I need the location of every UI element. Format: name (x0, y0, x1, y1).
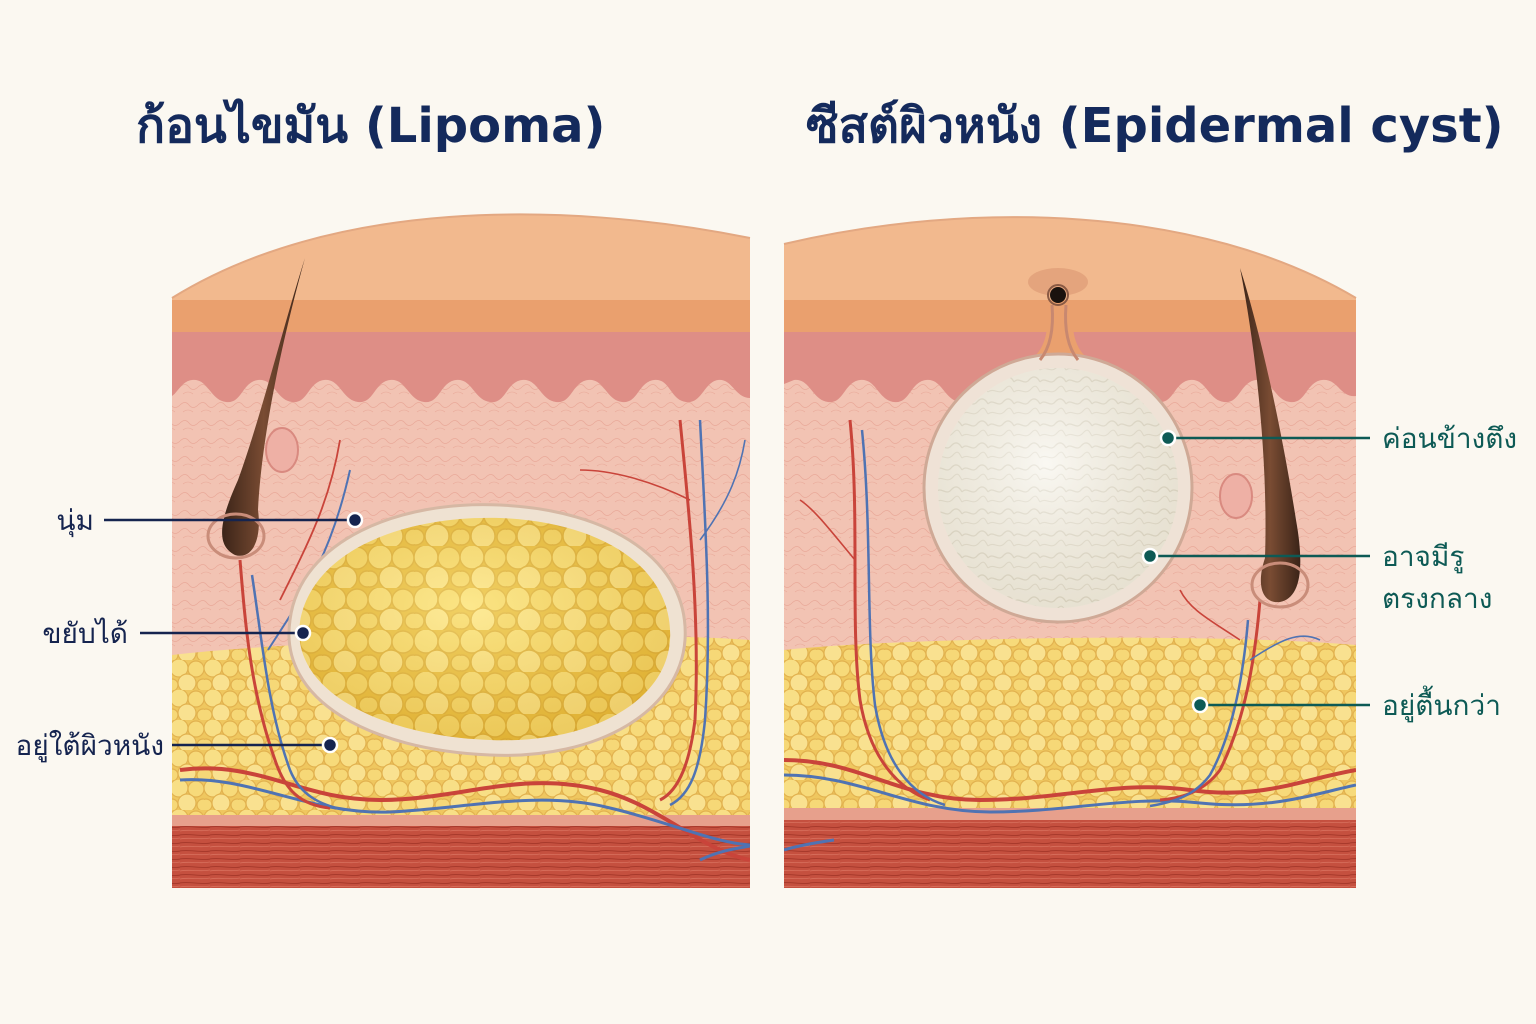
hair-follicle-right (1219, 268, 1310, 609)
muscle-layer (172, 826, 750, 888)
leader-dot-punctum (1141, 547, 1159, 565)
label-punctum-line2: ตรงกลาง (1382, 582, 1492, 615)
leader-dot-movable (294, 624, 312, 642)
lipoma-title: ก้อนไขมัน (Lipoma) (136, 98, 606, 154)
papillary-dermis (172, 332, 750, 403)
label-under-skin: อยู่ใต้ผิวหนัง (16, 729, 164, 763)
cyst-punctum (1028, 268, 1088, 306)
cyst-title: ซีสต์ผิวหนัง (Epidermal cyst) (806, 98, 1504, 154)
lipoma-labels: นุ่ม ขยับได้ อยู่ใต้ผิวหนัง (16, 504, 364, 763)
cyst-panel (784, 217, 1356, 888)
leader-dot-under-skin (321, 736, 339, 754)
skin-top-edge-right (783, 216, 1357, 299)
leader-dot-soft (346, 511, 364, 529)
epidermis-layer (172, 300, 750, 332)
leader-dot-firm (1159, 429, 1177, 447)
leader-dot-shallower (1191, 696, 1209, 714)
label-punctum-line1: อาจมีรู (1382, 540, 1464, 574)
lipoma-mass (287, 503, 687, 757)
label-firm: ค่อนข้างตึง (1382, 422, 1517, 455)
label-shallower: อยู่ตื้นกว่า (1382, 685, 1501, 723)
fascia-layer (784, 808, 1356, 820)
epidermal-cyst (922, 304, 1194, 624)
lipoma-panel (172, 214, 750, 888)
muscle-layer (784, 820, 1356, 888)
fascia-layer (172, 815, 750, 826)
subcutaneous-fat-layer (784, 637, 1356, 808)
label-movable: ขยับได้ (42, 617, 128, 650)
skin-top-edge-left (171, 213, 751, 299)
cyst-labels: ค่อนข้างตึง อาจมีรู ตรงกลาง อยู่ตื้นกว่า (1141, 422, 1517, 723)
blood-vessels-right (784, 419, 1356, 852)
label-soft: นุ่ม (56, 504, 94, 538)
hair-follicle-left (206, 258, 305, 560)
